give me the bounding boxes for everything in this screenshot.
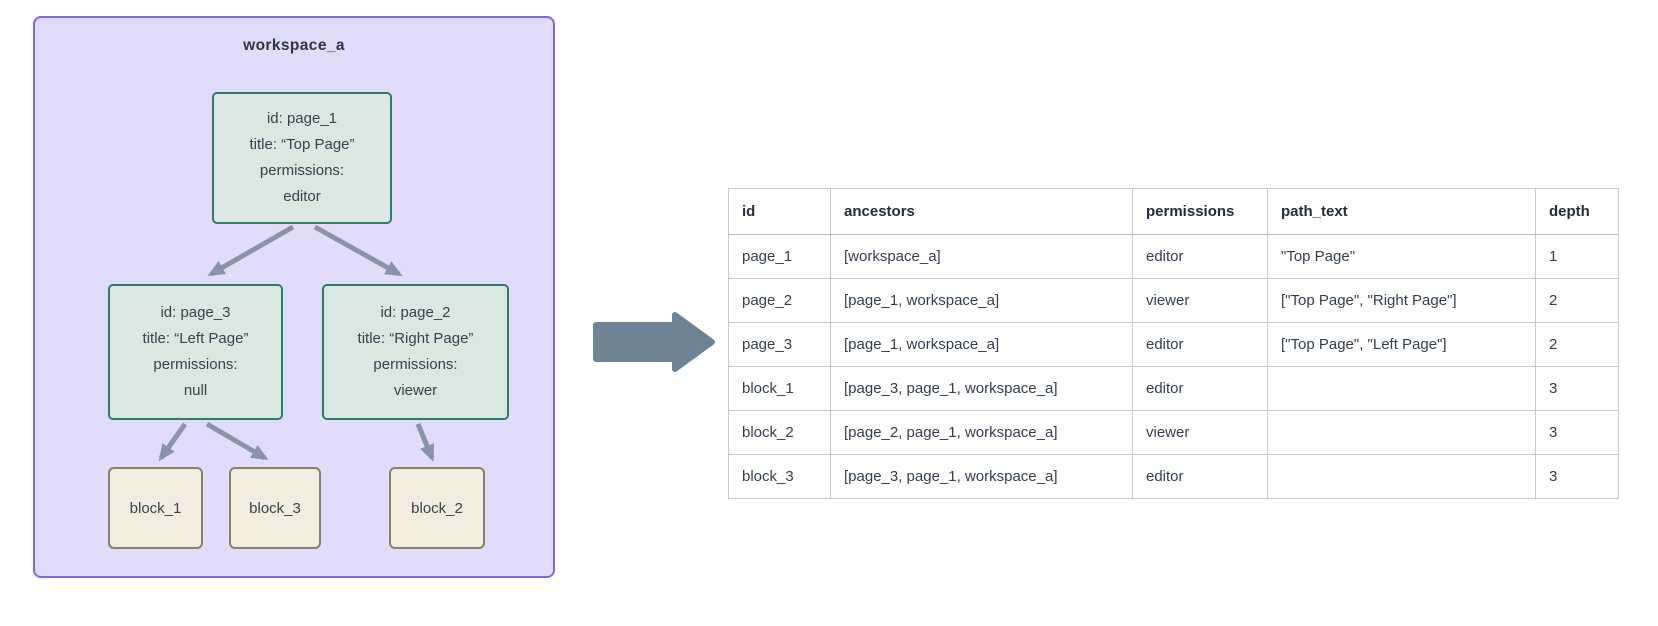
- edge-page3-block3: [205, 421, 269, 461]
- node-label: block_3: [249, 499, 301, 517]
- table-row: page_1 [workspace_a] editor "Top Page" 1: [728, 234, 1619, 279]
- cell-path-text: [1267, 366, 1536, 411]
- cell-ancestors: [workspace_a]: [830, 234, 1133, 279]
- node-page-2: id: page_2 title: “Right Page” permissio…: [322, 284, 509, 420]
- cell-depth: 2: [1535, 278, 1619, 323]
- node-line: viewer: [393, 382, 438, 399]
- cell-depth: 2: [1535, 322, 1619, 367]
- result-table: id ancestors permissions path_text depth…: [728, 188, 1619, 499]
- node-label: block_2: [411, 499, 463, 517]
- workspace-title: workspace_a: [243, 37, 345, 54]
- cell-ancestors: [page_2, page_1, workspace_a]: [830, 410, 1133, 455]
- table-row: page_2 [page_1, workspace_a] viewer ["To…: [728, 278, 1619, 323]
- cell-depth: 1: [1535, 234, 1619, 279]
- table-header-row: id ancestors permissions path_text depth: [728, 188, 1619, 235]
- cell-id: block_3: [728, 454, 831, 499]
- node-line: permissions:: [259, 162, 345, 179]
- node-line: title: “Right Page”: [357, 330, 474, 347]
- cell-id: page_3: [728, 322, 831, 367]
- edge-page3-block1: [158, 422, 188, 462]
- edge-page1-page2: [313, 224, 403, 277]
- node-page-3: id: page_3 title: “Left Page” permission…: [108, 284, 283, 420]
- node-line: permissions:: [153, 356, 238, 373]
- cell-path-text: [1267, 454, 1536, 499]
- node-line: null: [183, 382, 208, 399]
- node-label: block_1: [129, 499, 182, 517]
- cell-path-text: ["Top Page", "Left Page"]: [1267, 322, 1536, 367]
- column-header-path-text: path_text: [1267, 188, 1536, 235]
- node-line: title: “Left Page”: [142, 330, 249, 347]
- cell-id: page_1: [728, 234, 831, 279]
- node-line: editor: [283, 188, 321, 205]
- cell-permissions: editor: [1132, 454, 1268, 499]
- node-line: permissions:: [373, 356, 458, 373]
- cell-path-text: "Top Page": [1267, 234, 1536, 279]
- edge-page2-block2: [415, 423, 435, 462]
- cell-permissions: editor: [1132, 366, 1268, 411]
- node-block-1: block_1: [108, 467, 203, 549]
- cell-permissions: viewer: [1132, 410, 1268, 455]
- cell-depth: 3: [1535, 410, 1619, 455]
- column-header-id: id: [728, 188, 831, 235]
- transform-arrow-icon: [593, 312, 715, 372]
- node-block-3: block_3: [229, 467, 321, 549]
- cell-permissions: editor: [1132, 234, 1268, 279]
- cell-id: page_2: [728, 278, 831, 323]
- table-row: block_2 [page_2, page_1, workspace_a] vi…: [728, 410, 1619, 455]
- table-row: block_1 [page_3, page_1, workspace_a] ed…: [728, 366, 1619, 411]
- column-header-ancestors: ancestors: [830, 188, 1133, 235]
- cell-ancestors: [page_1, workspace_a]: [830, 278, 1133, 323]
- node-line: id: page_1: [266, 110, 338, 127]
- column-header-permissions: permissions: [1132, 188, 1268, 235]
- cell-ancestors: [page_3, page_1, workspace_a]: [830, 454, 1133, 499]
- cell-permissions: viewer: [1132, 278, 1268, 323]
- cell-ancestors: [page_1, workspace_a]: [830, 322, 1133, 367]
- cell-id: block_1: [728, 366, 831, 411]
- cell-depth: 3: [1535, 366, 1619, 411]
- cell-path-text: [1267, 410, 1536, 455]
- table-row: block_3 [page_3, page_1, workspace_a] ed…: [728, 454, 1619, 499]
- cell-ancestors: [page_3, page_1, workspace_a]: [830, 366, 1133, 411]
- workspace-container: workspace_a id: page_1 title: “Top Page”…: [33, 16, 555, 578]
- cell-path-text: ["Top Page", "Right Page"]: [1267, 278, 1536, 323]
- cell-permissions: editor: [1132, 322, 1268, 367]
- node-line: id: page_2: [380, 304, 451, 321]
- node-block-2: block_2: [389, 467, 485, 549]
- node-line: title: “Top Page”: [249, 136, 355, 153]
- column-header-depth: depth: [1535, 188, 1619, 235]
- table-row: page_3 [page_1, workspace_a] editor ["To…: [728, 322, 1619, 367]
- edge-page1-page3: [207, 224, 295, 277]
- cell-depth: 3: [1535, 454, 1619, 499]
- node-line: id: page_3: [160, 304, 231, 321]
- cell-id: block_2: [728, 410, 831, 455]
- node-page-1: id: page_1 title: “Top Page” permissions…: [212, 92, 392, 224]
